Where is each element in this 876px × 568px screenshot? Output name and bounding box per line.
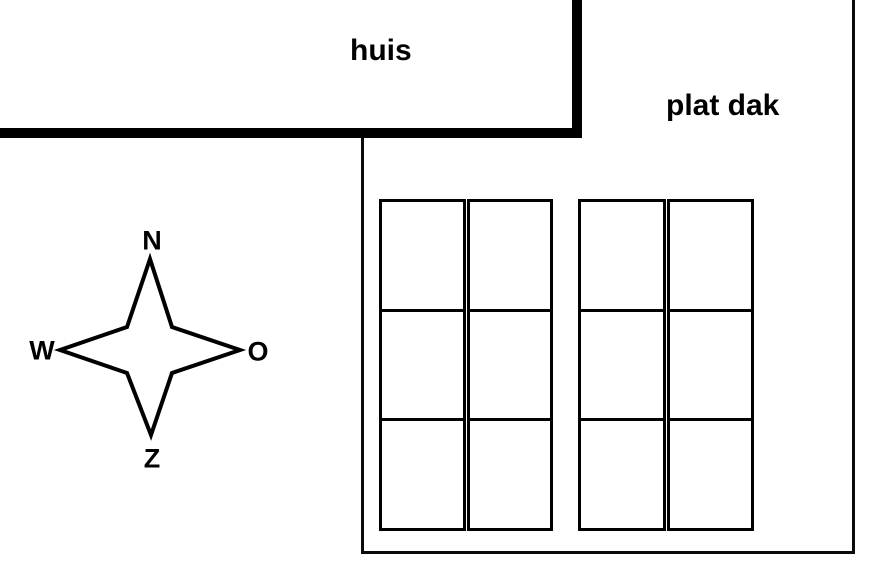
solar-panel-column (379, 199, 466, 531)
solar-panel-cell (670, 202, 751, 312)
solar-panel-cell (581, 202, 663, 312)
solar-panel-cell (581, 421, 663, 529)
house-label: huis (350, 34, 412, 67)
flat-roof-label: plat dak (666, 89, 780, 122)
solar-panel-cell (470, 421, 550, 529)
solar-panel-cell (581, 311, 663, 422)
solar-panel-cell (382, 421, 463, 529)
house-wall-east (572, 0, 582, 138)
solar-panel-column (667, 199, 754, 531)
solar-panel-cell (382, 311, 463, 422)
flat-roof-east-edge (852, 0, 855, 554)
solar-panel-cell (382, 202, 463, 312)
house-wall-south (0, 128, 582, 138)
solar-panel-column (467, 199, 553, 531)
compass-label-east: O (247, 336, 269, 367)
flat-roof-south-edge (361, 551, 855, 554)
compass-label-west: W (29, 335, 55, 366)
solar-panel-cell (670, 311, 751, 422)
solar-panel-cell (470, 311, 550, 422)
flat-roof-west-edge (361, 138, 364, 554)
solar-panel-cell (470, 202, 550, 312)
compass-label-south: Z (143, 443, 161, 474)
solar-panel-cell (670, 421, 751, 529)
compass-label-north: N (142, 225, 162, 256)
solar-panel-column (578, 199, 666, 531)
